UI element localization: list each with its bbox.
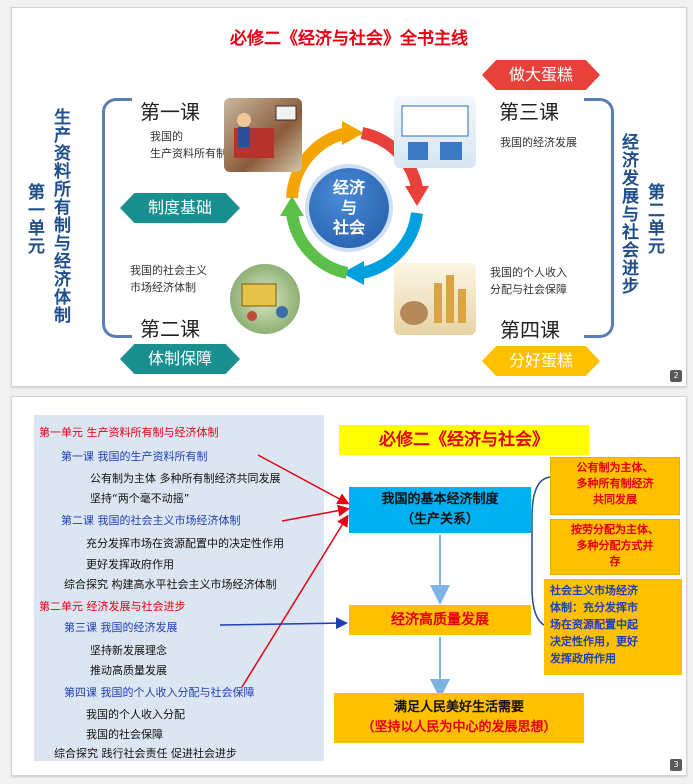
left-bracket bbox=[102, 98, 132, 338]
right-bracket bbox=[584, 98, 614, 338]
lesson2-illustration bbox=[230, 264, 300, 334]
lesson4-illustration bbox=[394, 263, 476, 335]
arrow-lesson3-to-development bbox=[219, 617, 348, 630]
unit1-label: 第一单元 bbox=[24, 183, 44, 255]
outline-lesson4: 第四课 我国的个人收入分配与社会保障 bbox=[64, 686, 255, 699]
center-circle: 经济 与 社会 bbox=[309, 168, 389, 248]
basic-system-line1: 我国的基本经济制度 bbox=[381, 492, 499, 507]
right2-line1: 按劳分配为主体、 bbox=[571, 523, 659, 536]
tag-system-guarantee: 体制保障 bbox=[120, 344, 240, 374]
lesson3-desc-line1: 我国的经济发展 bbox=[500, 136, 577, 149]
lesson3-illustration bbox=[394, 96, 476, 168]
distribution-box: 按劳分配为主体、 多种分配方式并 存 bbox=[550, 519, 680, 575]
development-picture bbox=[401, 105, 469, 160]
outline-unit2: 第二单元 经济发展与社会进步 bbox=[39, 600, 186, 613]
unit1-topic: 生产资料所有制与经济体制 bbox=[50, 108, 70, 324]
lesson3-title: 第三课 bbox=[499, 100, 559, 124]
goal-box: 满足人民美好生活需要 （坚持以人民为中心的发展思想） bbox=[334, 693, 584, 743]
outline-item: 坚持新发展理念 bbox=[90, 644, 167, 657]
right3-line4: 决定性作用，更好 bbox=[550, 635, 638, 648]
market-economy-box: 社会主义市场经济 体制：充分发挥市 场在资源配置中起 决定性作用，更好 发挥政府… bbox=[544, 579, 682, 675]
lesson1-illustration bbox=[224, 98, 302, 172]
slide-structure: 第一单元 生产资料所有制与经济体制 第一课 我国的生产资料所有制 公有制为主体 … bbox=[11, 396, 687, 776]
public-ownership-box: 公有制为主体、 多种所有制经济 共同发展 bbox=[550, 457, 680, 515]
lesson4-desc-line2: 分配与社会保障 bbox=[490, 283, 567, 296]
right1-line1: 公有制为主体、 bbox=[576, 461, 654, 474]
arrow-green bbox=[286, 212, 349, 279]
outline-inquiry1: 综合探究 构建高水平社会主义市场经济体制 bbox=[64, 578, 277, 591]
right3-line5: 发挥政府作用 bbox=[550, 652, 616, 665]
right2-line2: 多种分配方式并 bbox=[576, 539, 654, 552]
lesson2-title: 第二课 bbox=[140, 317, 200, 341]
arrow-red-head bbox=[405, 186, 429, 206]
arrow-lesson2-to-system bbox=[281, 504, 350, 522]
right1-line3: 共同发展 bbox=[593, 493, 637, 506]
outline-lesson3: 第三课 我国的经济发展 bbox=[64, 621, 178, 634]
outline-lesson1: 第一课 我国的生产资料所有制 bbox=[61, 450, 208, 463]
outline-item: 我国的个人收入分配 bbox=[86, 708, 185, 721]
center-line-3: 社会 bbox=[332, 218, 365, 237]
lesson4-desc-line1: 我国的个人收入 bbox=[490, 266, 567, 279]
outline-item: 充分发挥市场在资源配置中的决定性作用 bbox=[86, 537, 284, 550]
workers-picture bbox=[234, 105, 297, 158]
lesson4-title: 第四课 bbox=[500, 318, 560, 342]
right1-line2: 多种所有制经济 bbox=[576, 477, 654, 490]
right3-line2: 体制：充分发挥市 bbox=[550, 601, 638, 614]
outline-item: 推动高质量发展 bbox=[90, 664, 167, 677]
basic-system-line2: （生产关系） bbox=[400, 512, 479, 527]
right2-line3: 存 bbox=[609, 555, 621, 568]
lesson1-desc-line2: 生产资料所有制 bbox=[150, 147, 227, 160]
market-picture bbox=[241, 283, 288, 321]
outline-lesson2: 第二课 我国的社会主义市场经济体制 bbox=[61, 514, 241, 527]
arrow-lesson4-to-system bbox=[241, 514, 349, 688]
outline-item: 坚持“两个毫不动摇” bbox=[90, 492, 190, 505]
arrow-orange-head bbox=[342, 121, 364, 145]
tag-institutional-basis: 制度基础 bbox=[120, 193, 240, 223]
outline-item: 公有制为主体 多种所有制经济共同发展 bbox=[90, 472, 281, 485]
lesson1-title: 第一课 bbox=[140, 100, 200, 124]
center-line-2: 与 bbox=[340, 198, 357, 217]
page-number: 3 bbox=[670, 759, 682, 771]
outline-unit1: 第一单元 生产资料所有制与经济体制 bbox=[39, 426, 219, 439]
goal-line2: （坚持以人民为中心的发展思想） bbox=[361, 720, 557, 735]
flow-arrows bbox=[219, 454, 553, 699]
slide-main-line: 必修二《经济与社会》全书主线 第一单元 生产资料所有制与经济体制 经济发展与社会… bbox=[11, 7, 687, 387]
arrow-blue-head bbox=[342, 261, 364, 285]
income-picture bbox=[400, 275, 466, 325]
arrow-lesson1-to-system bbox=[257, 454, 350, 505]
lesson3-desc: 我国的经济发展 bbox=[500, 134, 577, 151]
lesson1-desc-line1: 我国的 bbox=[150, 130, 183, 143]
tag-share-cake: 分好蛋糕 bbox=[482, 346, 600, 376]
arrow-green-head bbox=[280, 196, 304, 216]
goal-line1: 满足人民美好生活需要 bbox=[393, 700, 524, 715]
lesson2-desc-line1: 我国的社会主义 bbox=[130, 264, 207, 277]
right3-line1: 社会主义市场经济 bbox=[550, 584, 638, 597]
slide-title: 必修二《经济与社会》全书主线 bbox=[230, 29, 468, 49]
basic-economic-system-box: 我国的基本经济制度 （生产关系） bbox=[349, 487, 531, 533]
arrow-blue bbox=[360, 212, 423, 279]
outline-item: 我国的社会保障 bbox=[86, 728, 163, 741]
unit2-topic: 经济发展与社会进步 bbox=[618, 133, 638, 295]
slide2-title: 必修二《经济与社会》 bbox=[339, 425, 589, 455]
center-line-1: 经济 bbox=[332, 178, 365, 197]
lesson4-desc: 我国的个人收入 分配与社会保障 bbox=[490, 264, 567, 298]
tag-make-cake-bigger: 做大蛋糕 bbox=[482, 60, 600, 90]
lesson2-desc-line2: 市场经济体制 bbox=[130, 281, 196, 294]
outline-item: 更好发挥政府作用 bbox=[86, 558, 174, 571]
right3-line3: 场在资源配置中起 bbox=[550, 618, 638, 631]
outline-panel bbox=[34, 415, 324, 761]
outline-inquiry2: 综合探究 践行社会责任 促进社会进步 bbox=[54, 747, 237, 760]
lesson2-desc: 我国的社会主义 市场经济体制 bbox=[130, 262, 207, 296]
unit2-label: 第二单元 bbox=[644, 183, 664, 255]
arrow-orange bbox=[286, 127, 349, 199]
lesson1-desc: 我国的 生产资料所有制 bbox=[150, 128, 227, 162]
page-number: 2 bbox=[670, 370, 682, 382]
right-brace bbox=[531, 476, 553, 628]
high-quality-development-box: 经济高质量发展 bbox=[349, 605, 531, 635]
